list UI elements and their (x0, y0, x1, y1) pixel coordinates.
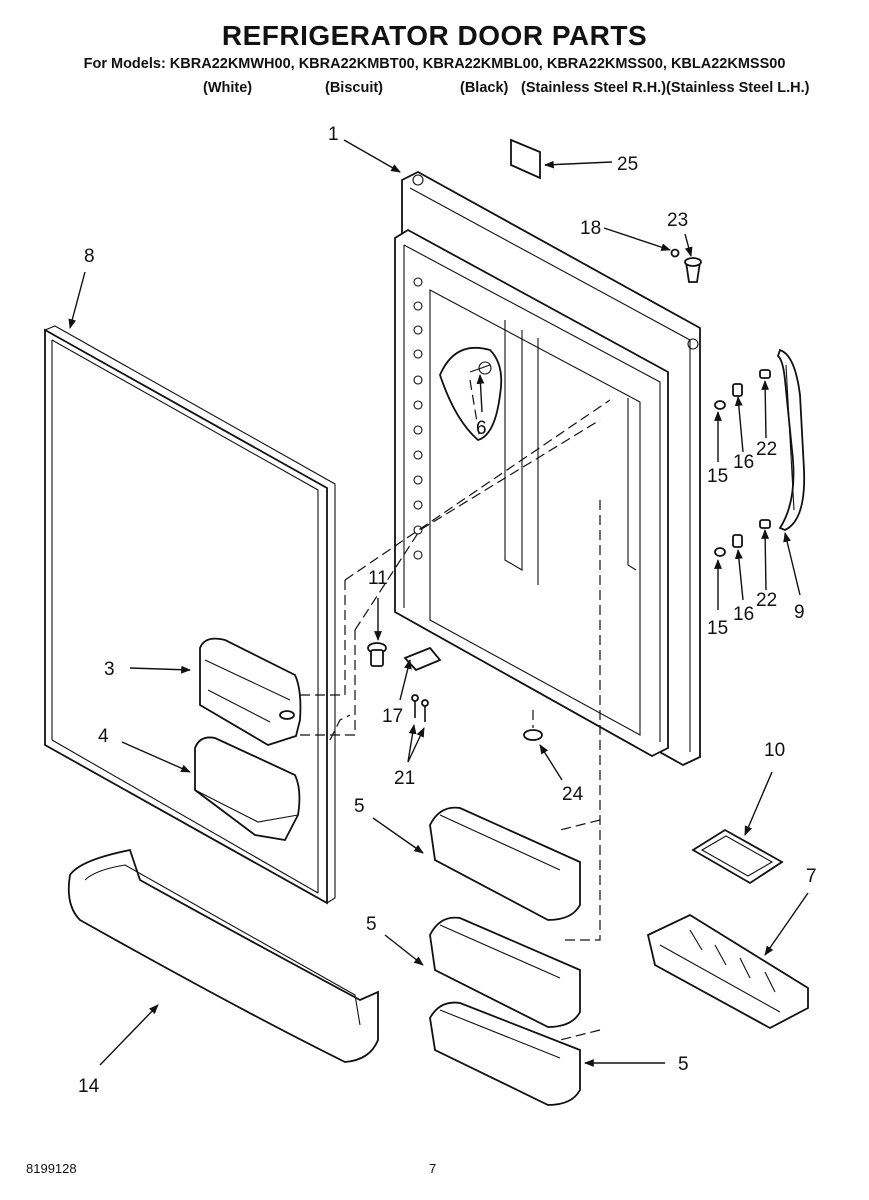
callout-14: 14 (78, 1076, 100, 1097)
callout-7: 7 (806, 866, 817, 887)
page-number: 7 (429, 1161, 437, 1176)
model-label (510, 138, 541, 180)
callout-labels: 1 25 18 23 8 6 15 16 22 15 16 22 9 11 3 … (78, 124, 817, 1097)
color-label-black: (Black) (460, 80, 509, 96)
assembly-guide-lines (300, 379, 611, 1041)
callout-4: 4 (98, 726, 109, 747)
door-bin-1 (429, 806, 581, 921)
egg-tray-small (691, 828, 784, 885)
egg-tray (646, 913, 809, 1030)
callout-21: 21 (394, 768, 415, 789)
callout-5-bottom: 5 (678, 1054, 689, 1075)
part-11-retainer (367, 642, 387, 667)
callout-3: 3 (104, 659, 115, 680)
callout-11: 11 (368, 568, 388, 589)
hinge-bushing (684, 257, 702, 283)
callout-16-lower: 16 (733, 604, 754, 625)
handle-fasteners-lower (714, 519, 771, 557)
callout-9: 9 (794, 602, 805, 623)
callout-22-upper: 22 (756, 439, 777, 460)
callout-24: 24 (562, 784, 584, 805)
callout-22-lower: 22 (756, 590, 777, 611)
inner-door-liner (394, 170, 701, 767)
callout-15-lower: 15 (707, 618, 728, 639)
callout-23: 23 (667, 210, 688, 231)
door-bin-3 (429, 1001, 581, 1106)
dairy-bin (194, 736, 301, 841)
handle-fasteners-upper (714, 369, 771, 410)
screws-21 (411, 694, 429, 722)
door-bin-2 (429, 916, 581, 1028)
models-line: For Models: KBRA22KMWH00, KBRA22KMBT00, … (83, 56, 786, 72)
color-label-stainless: (Stainless Steel R.H.)(Stainless Steel L… (521, 80, 810, 96)
callout-8: 8 (84, 246, 95, 267)
callout-18: 18 (580, 218, 601, 239)
plug-24 (523, 729, 543, 741)
screw-18 (670, 248, 680, 258)
callout-5-middle: 5 (366, 914, 377, 935)
callout-10: 10 (764, 740, 785, 761)
dairy-compartment (199, 637, 302, 746)
color-label-white: (White) (203, 80, 253, 96)
callout-16-upper: 16 (733, 452, 754, 473)
document-number: 8199128 (26, 1161, 77, 1176)
callout-17: 17 (382, 706, 403, 727)
leader-lines (68, 139, 809, 1067)
callout-1: 1 (328, 124, 339, 145)
door-cam (439, 346, 503, 442)
callout-25: 25 (617, 154, 638, 175)
callout-6: 6 (476, 418, 487, 439)
callout-15-upper: 15 (707, 466, 728, 487)
hinge-bracket (403, 646, 442, 672)
page-title: REFRIGERATOR DOOR PARTS (221, 20, 648, 51)
color-label-biscuit: (Biscuit) (325, 80, 383, 96)
door-bin-large (67, 848, 379, 1063)
door-handle (776, 348, 806, 531)
callout-5-top: 5 (354, 796, 365, 817)
